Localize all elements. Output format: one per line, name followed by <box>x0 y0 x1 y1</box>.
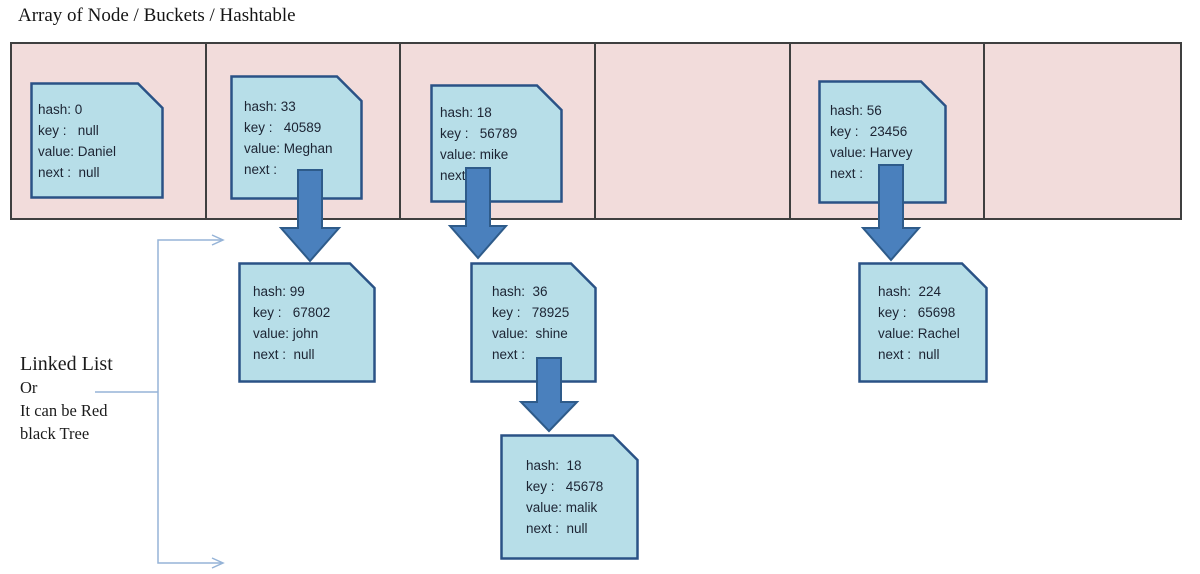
bucket-cell-3 <box>596 44 791 218</box>
node-field-hash: hash: 36 <box>492 283 548 299</box>
folded-note-shape <box>30 82 164 199</box>
node-field-hash: hash: 18 <box>526 458 582 473</box>
node-fields: hash: 18 key : 45678 value: malik next :… <box>500 434 639 560</box>
linked-list-annotation: Linked List Or It can be Red black Tree <box>20 352 113 445</box>
folded-note-shape <box>238 262 376 383</box>
annotation-line-tree: black Tree <box>20 424 90 443</box>
node-field-next: next : <box>244 161 278 177</box>
bucket-cell-2 <box>401 44 596 218</box>
node-fields: hash: 18 key : 56789 value: mike next <box>430 84 563 203</box>
node-field-next: next <box>440 167 466 183</box>
node-fields: hash: 33 key : 40589 value: Meghan next … <box>230 75 363 200</box>
node-field-next: next : null <box>38 164 100 180</box>
node-field-next: next : <box>492 346 526 362</box>
node-field-key: key : 78925 <box>492 304 570 320</box>
node-fields: hash: 224 key : 65698 value: Rachel next… <box>858 262 988 383</box>
node-field-hash: hash: 18 <box>440 104 492 120</box>
annotation-heading: Linked List <box>20 353 113 375</box>
node-field-key: key : 45678 <box>526 479 604 494</box>
node-fields: hash: 99 key : 67802 value: john next : … <box>238 262 376 383</box>
bucket-cell-1 <box>207 44 402 218</box>
node-card-rachel: hash: 224 key : 65698 value: Rachel next… <box>858 262 988 383</box>
node-field-next: next : null <box>878 346 940 362</box>
node-field-value: value: Meghan <box>244 140 333 156</box>
node-card-shine: hash: 36 key : 78925 value: shine next : <box>470 262 597 383</box>
node-field-key: key : 56789 <box>440 125 518 141</box>
node-field-key: key : null <box>38 122 99 138</box>
node-field-key: key : 65698 <box>878 304 956 320</box>
node-card-daniel: hash: 0 key : null value: Daniel next : … <box>30 82 164 199</box>
node-card-harvey: hash: 56 key : 23456 value: Harvey next … <box>818 80 947 204</box>
node-field-key: key : 67802 <box>253 304 331 320</box>
bucket-cell-4 <box>791 44 986 218</box>
node-field-value: value: Daniel <box>38 143 117 159</box>
node-field-hash: hash: 56 <box>830 103 882 118</box>
bucket-cell-5 <box>985 44 1180 218</box>
node-field-next: next : null <box>526 521 588 536</box>
node-field-hash: hash: 99 <box>253 283 305 299</box>
folded-note-shape <box>230 75 363 200</box>
bucket-array <box>10 42 1182 220</box>
node-field-value: value: malik <box>526 500 598 515</box>
node-field-hash: hash: 0 <box>38 101 83 117</box>
node-field-key: key : 23456 <box>830 124 908 139</box>
bracket-arrowhead-bottom-icon <box>211 557 225 569</box>
node-field-value: value: mike <box>440 146 509 162</box>
node-field-value: value: Harvey <box>830 145 913 160</box>
node-field-value: value: Rachel <box>878 325 960 341</box>
node-field-value: value: john <box>253 325 319 341</box>
bracket-line <box>157 239 222 564</box>
bracket-arrowhead-top-icon <box>211 234 225 246</box>
node-field-value: value: shine <box>492 325 568 341</box>
annotation-line-or: Or <box>20 378 38 397</box>
folded-note-shape <box>470 262 597 383</box>
node-fields: hash: 56 key : 23456 value: Harvey next … <box>818 80 947 204</box>
node-card-malik: hash: 18 key : 45678 value: malik next :… <box>500 434 639 560</box>
node-fields: hash: 0 key : null value: Daniel next : … <box>30 82 164 199</box>
node-card-john: hash: 99 key : 67802 value: john next : … <box>238 262 376 383</box>
annotation-line-red: It can be Red <box>20 401 108 420</box>
node-field-hash: hash: 33 <box>244 98 296 114</box>
node-card-meghan: hash: 33 key : 40589 value: Meghan next … <box>230 75 363 200</box>
diagram-title: Array of Node / Buckets / Hashtable <box>18 5 296 26</box>
node-field-key: key : 40589 <box>244 119 322 135</box>
node-field-next: next : <box>830 166 864 181</box>
node-fields: hash: 36 key : 78925 value: shine next : <box>470 262 597 383</box>
folded-note-shape <box>858 262 988 383</box>
bucket-cell-0 <box>12 44 207 218</box>
node-field-next: next : null <box>253 346 315 362</box>
node-field-hash: hash: 224 <box>878 283 942 299</box>
node-card-mike: hash: 18 key : 56789 value: mike next <box>430 84 563 203</box>
folded-note-shape <box>500 434 639 560</box>
